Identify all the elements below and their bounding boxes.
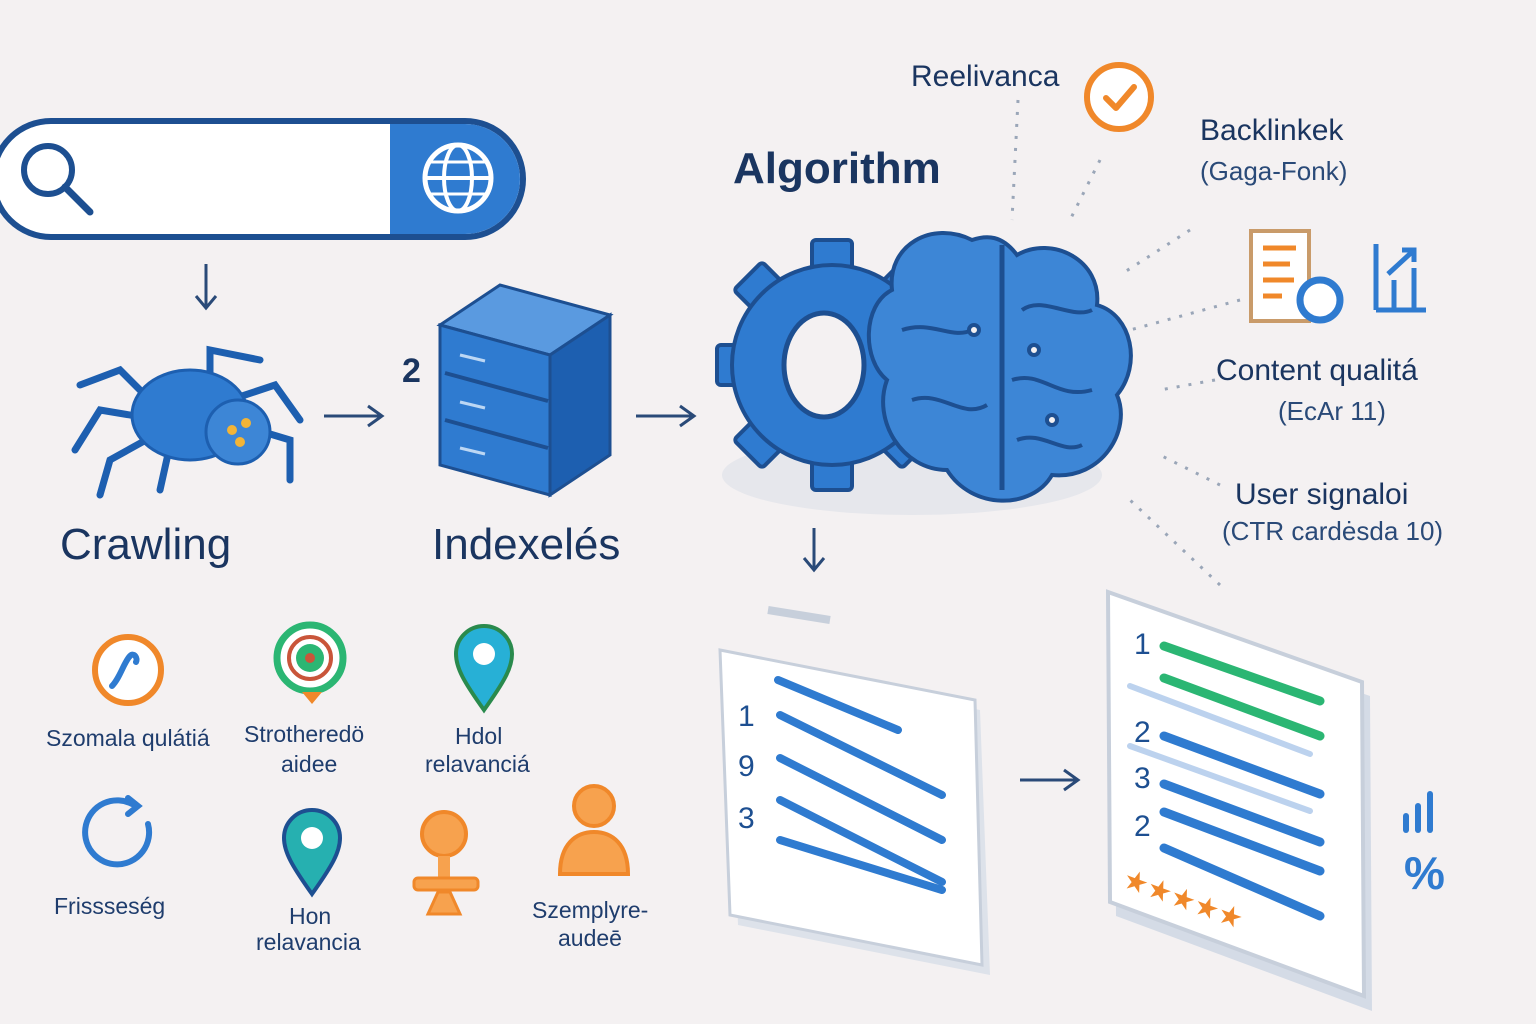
refresh-icon xyxy=(82,795,153,868)
stroth-label-line1: Strotheredö xyxy=(244,721,365,747)
content-quality-label: Content qualitá xyxy=(1216,354,1418,387)
user-signals-sublabel: (CTR cardėsda 10) xyxy=(1222,516,1444,546)
person-stand-icon xyxy=(412,810,480,916)
arrow-down-icon xyxy=(802,528,826,573)
signal-bars-icon xyxy=(1403,791,1433,833)
results-panel-after xyxy=(1105,589,1372,1011)
arrow-right-icon xyxy=(1020,768,1081,792)
user-avatar-icon xyxy=(557,784,631,876)
results-list-after: 1 2 3 2 ★★★★★ xyxy=(1100,586,1380,1016)
arrow-right-icon xyxy=(324,404,385,428)
crawling-label: Crawling xyxy=(60,520,232,569)
local-relevance-label-line1: Hdol xyxy=(455,723,503,749)
brain-icon xyxy=(866,231,1133,503)
arrow-down-icon xyxy=(194,264,218,311)
freshness-label: Frissseség xyxy=(54,893,166,919)
arrow-right-icon xyxy=(636,404,697,428)
document-refresh-icon xyxy=(1249,229,1344,324)
map-pin-icon xyxy=(453,624,515,714)
target-icon xyxy=(273,621,347,704)
rank-number: 3 xyxy=(738,802,755,835)
rank-number: 3 xyxy=(1134,762,1151,795)
relevance-label: Reelivanca xyxy=(911,60,1060,93)
map-pin-icon xyxy=(281,808,343,898)
search-icon xyxy=(21,143,94,216)
search-bar[interactable] xyxy=(0,118,530,240)
indexing-label: Indexelés xyxy=(432,520,621,569)
person-label-line1: Szemplyre- xyxy=(532,897,649,923)
index-step-number: 2 xyxy=(402,352,421,390)
search-bar-graphic xyxy=(0,118,526,240)
spider-crawler-icon xyxy=(71,345,304,499)
rank-number: 2 xyxy=(1134,810,1151,843)
factor-connectors xyxy=(1010,99,1241,587)
stroth-label-line2: aidee xyxy=(281,751,338,777)
server-database-icon xyxy=(436,283,614,498)
rank-number: 1 xyxy=(738,700,755,733)
results-list-before: 1 9 3 xyxy=(718,590,1010,980)
local-relevance-label-line2: relavanciá xyxy=(425,751,530,777)
algorithm-title: Algorithm xyxy=(733,144,941,193)
content-quality-sublabel: (EcAr 11) xyxy=(1278,396,1386,426)
backlinks-sublabel: (Gaga-Fonk) xyxy=(1200,156,1348,186)
percent-sign: % xyxy=(1404,847,1445,899)
home-relevance-label-line1: Hon xyxy=(289,903,332,929)
rank-number: 1 xyxy=(1134,628,1151,661)
speed-gauge-icon xyxy=(92,634,164,706)
user-signals-label: User signaloi xyxy=(1235,478,1409,511)
backlinks-label: Backlinkek xyxy=(1200,114,1344,147)
results-panel-before xyxy=(718,606,990,975)
rank-number: 2 xyxy=(1134,716,1151,749)
gear-brain-icon xyxy=(715,231,1133,515)
bar-chart-growth-icon xyxy=(1373,244,1426,313)
home-relevance-label-line2: relavancia xyxy=(256,929,361,955)
speed-quality-label: Szomala qulátiá xyxy=(46,725,210,751)
rank-number: 9 xyxy=(738,750,755,783)
globe-icon xyxy=(422,142,494,214)
checkmark-circle-icon xyxy=(1084,62,1154,132)
person-label-line2: audeē xyxy=(558,925,622,951)
